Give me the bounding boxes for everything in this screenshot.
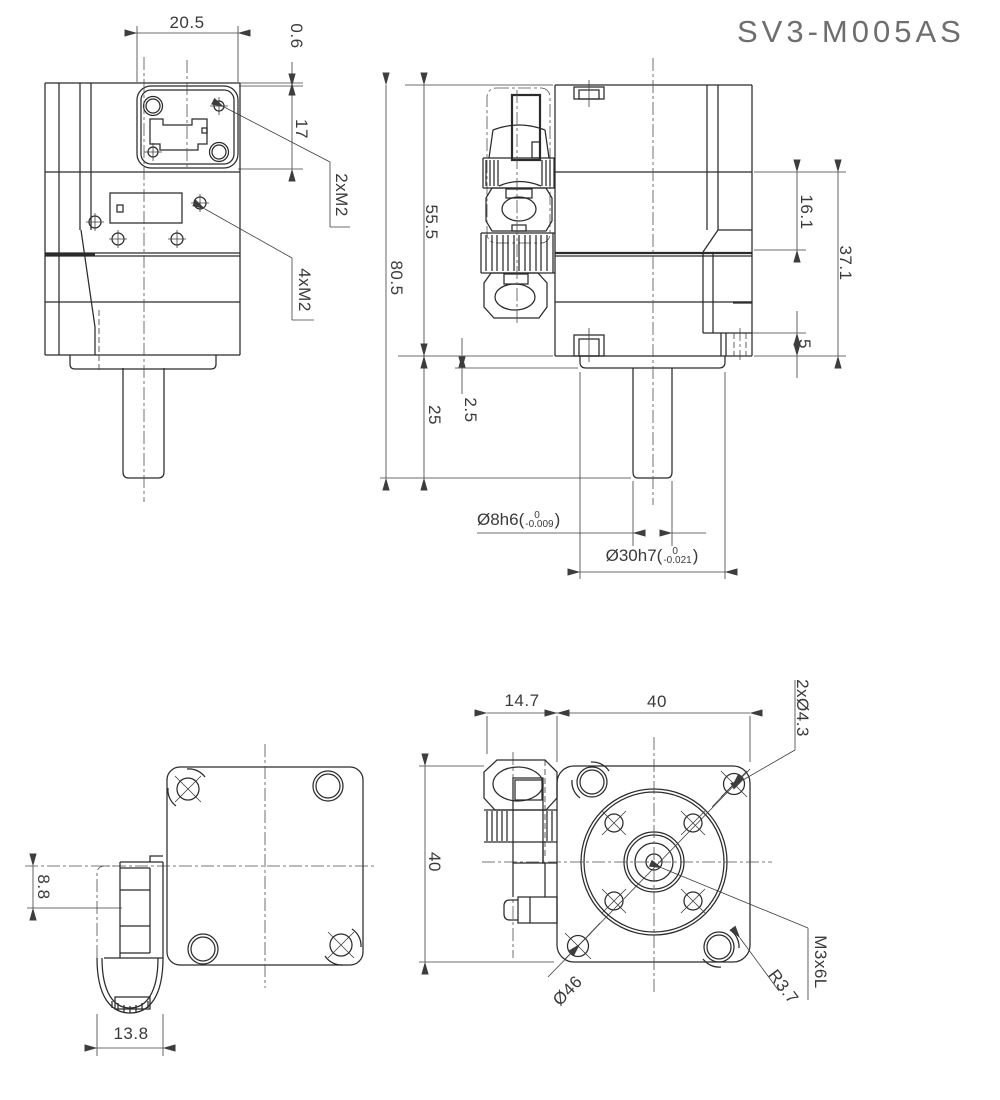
face-view <box>419 680 809 1000</box>
dim-text: Ø30h7( <box>605 546 663 565</box>
dim-text: Ø8h6( <box>477 510 525 529</box>
front-gland <box>483 759 558 924</box>
cable-gland-lower <box>480 90 555 325</box>
lower-tolerance: -0.009 <box>525 519 554 530</box>
rear-connector <box>96 855 164 1014</box>
corner-hole-top-left <box>167 768 206 807</box>
dim-shaft-length: 25 <box>425 405 444 425</box>
rear-view <box>25 744 375 1056</box>
dim-face-height: 40 <box>425 852 444 872</box>
corner-hole-bottom-right <box>324 928 362 966</box>
face-screw-holes <box>86 194 209 248</box>
label-center-tap: M3x6L <box>811 935 830 989</box>
upper-tolerance: 0 <box>534 510 540 521</box>
front-side-view <box>380 58 846 579</box>
dim-top-offset: 0.6 <box>287 23 306 49</box>
dim-connector-width: 20.5 <box>169 13 205 32</box>
front-screws <box>601 810 706 914</box>
dim-rear-connector-width: 13.8 <box>113 1024 149 1043</box>
dim-shaft-diameter: Ø8h6( 0 -0.009 ) <box>477 507 560 533</box>
dim-upper-section: 16.1 <box>797 194 816 230</box>
dim-gland-depth: 14.7 <box>504 691 540 710</box>
tolerance-stack: 0 -0.009 <box>525 510 554 530</box>
drawing-title: SV3-M005AS <box>737 14 965 49</box>
side-view <box>44 26 350 502</box>
dim-flange-thickness: 2.5 <box>461 397 480 423</box>
dim-connector-offset: 8.8 <box>34 874 53 900</box>
connector-screw-holes <box>144 97 228 161</box>
lower-tolerance: -0.021 <box>663 555 692 566</box>
bolt-circle-diagonal <box>547 768 751 978</box>
dim-pilot-diameter: Ø30h7( 0 -0.021 ) <box>606 543 699 569</box>
dim-tab-height: 5 <box>795 339 814 349</box>
dim-text: ) <box>554 510 561 529</box>
dim-connector-height: 17 <box>292 119 311 139</box>
upper-tolerance: 0 <box>672 546 678 557</box>
tolerance-stack: 0 -0.021 <box>663 546 692 566</box>
dim-body-height: 55.5 <box>422 204 441 240</box>
label-face-screws: 4xM2 <box>295 268 314 312</box>
cable-gland-upper <box>482 87 555 244</box>
dim-mid-section: 37.1 <box>836 245 855 281</box>
label-connector-screws: 2xM2 <box>332 173 351 217</box>
dim-text: ) <box>692 546 699 565</box>
dim-face-width: 40 <box>647 692 667 711</box>
dim-total-height: 80.5 <box>387 260 406 296</box>
label-corner-holes: 2xØ4.3 <box>793 679 812 737</box>
